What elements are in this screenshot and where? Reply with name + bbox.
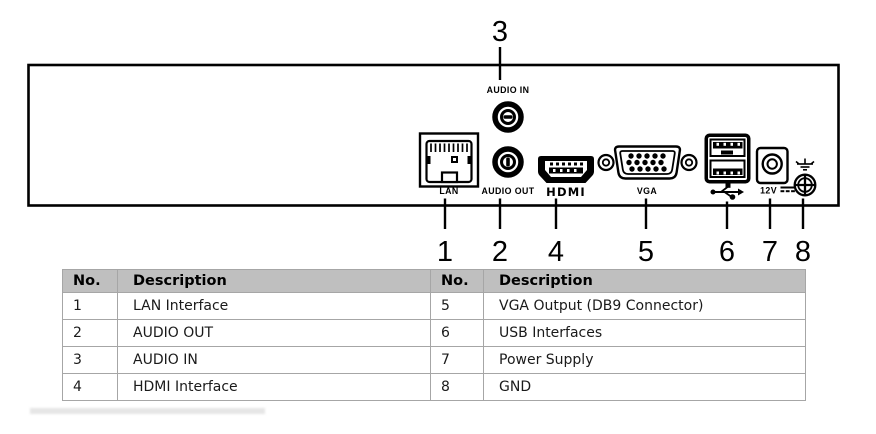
bottom-callout-numbers: 1 2 4 5 6 7 8 (437, 236, 811, 266)
callout-number-7: 7 (762, 236, 778, 266)
callout-number-5: 5 (638, 236, 654, 266)
table-row: 1 LAN Interface 5 VGA Output (DB9 Connec… (62, 292, 806, 320)
description-table: No. Description No. Description 1 LAN In… (62, 269, 806, 401)
cell-no: 5 (430, 292, 484, 320)
col-header-no-left: No. (62, 269, 118, 293)
earth-ground-icon (795, 158, 815, 171)
rj45-pins (430, 143, 468, 152)
callout-number-6: 6 (719, 236, 735, 266)
hdmi-contacts-lower (553, 169, 577, 172)
cell-description: Power Supply (483, 346, 806, 374)
callout-3-number: 3 (492, 16, 508, 48)
usb-trident-icon (710, 182, 744, 200)
lan-port: LAN (418, 132, 480, 196)
col-header-description-right: Description (483, 269, 806, 293)
callout-number-1: 1 (437, 236, 453, 266)
table-row: 2 AUDIO OUT 6 USB Interfaces (62, 319, 806, 347)
usb-ports (704, 133, 751, 200)
callout-number-8: 8 (795, 236, 811, 266)
usb-bottom-contacts (716, 171, 740, 175)
rear-panel-diagram: 3 LAN AUDIO IN AUDIO OUT (27, 16, 840, 266)
cell-description: AUDIO OUT (117, 319, 431, 347)
cell-no: 2 (62, 319, 118, 347)
col-header-no-right: No. (430, 269, 484, 293)
power-jack: 12V (755, 146, 795, 196)
hdmi-label: HDMI (546, 185, 586, 199)
lan-label: LAN (439, 186, 458, 196)
usb-top-contacts (716, 142, 740, 146)
cell-no: 8 (430, 373, 484, 401)
cell-description: GND (483, 373, 806, 401)
cell-description: VGA Output (DB9 Connector) (483, 292, 806, 320)
vga-label: VGA (637, 186, 658, 196)
cell-description: HDMI Interface (117, 373, 431, 401)
cell-no: 4 (62, 373, 118, 401)
callout-3: 3 (492, 16, 508, 80)
cell-description: USB Interfaces (483, 319, 806, 347)
callout-number-2: 2 (492, 236, 508, 266)
gnd-screw (793, 158, 817, 197)
audio-out-jack: AUDIO OUT (482, 146, 535, 196)
cell-no: 1 (62, 292, 118, 320)
audio-in-label: AUDIO IN (487, 85, 530, 95)
cell-description: LAN Interface (117, 292, 431, 320)
hdmi-contacts (549, 162, 583, 174)
cell-no: 7 (430, 346, 484, 374)
cell-description: AUDIO IN (117, 346, 431, 374)
table-header-row: No. Description No. Description (62, 269, 806, 293)
table-row: 4 HDMI Interface 8 GND (62, 373, 806, 401)
audio-in-jack: AUDIO IN (487, 85, 530, 133)
col-header-description-left: Description (117, 269, 431, 293)
dc-voltage-icon (780, 186, 795, 193)
bottom-callouts (443, 198, 805, 229)
vga-port: VGA (597, 145, 698, 196)
faint-artifact-bar (30, 408, 265, 414)
power-label: 12V (760, 186, 777, 196)
cell-no: 6 (430, 319, 484, 347)
audio-out-label: AUDIO OUT (482, 186, 535, 196)
table-row: 3 AUDIO IN 7 Power Supply (62, 346, 806, 374)
vga-pins (626, 153, 667, 172)
callout-number-4: 4 (548, 236, 564, 266)
hdmi-port: HDMI (538, 156, 594, 199)
cell-no: 3 (62, 346, 118, 374)
